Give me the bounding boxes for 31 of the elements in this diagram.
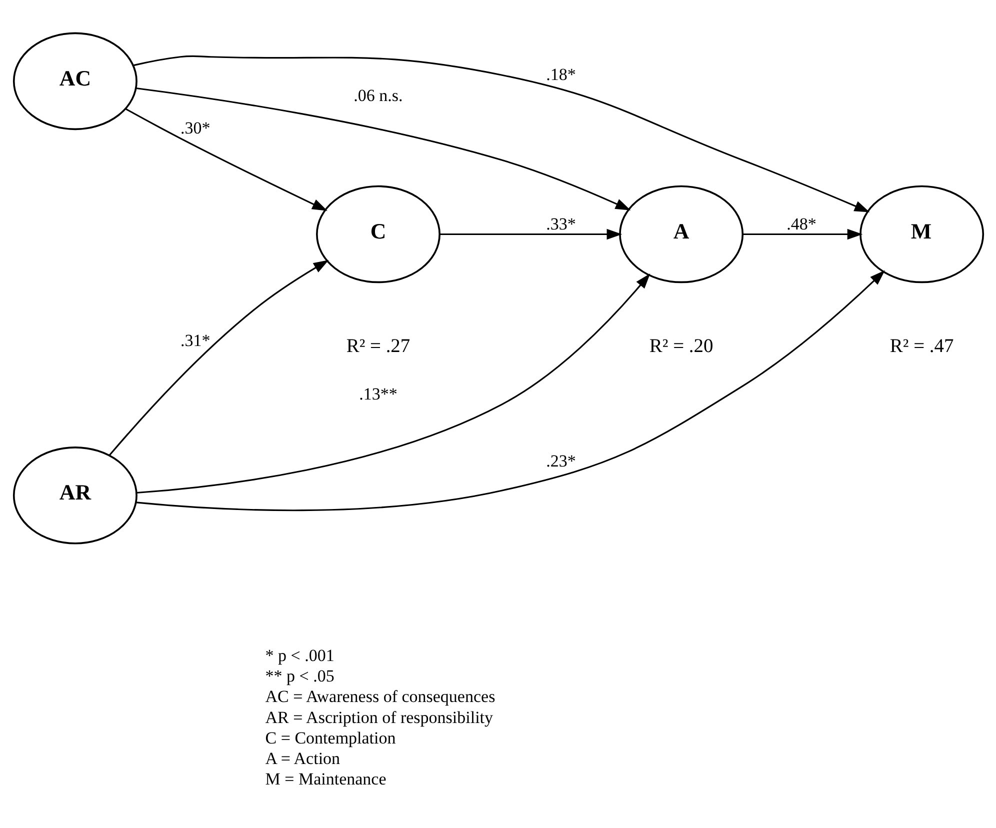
node-ellipse: C	[316, 185, 440, 284]
arrow	[133, 55, 870, 212]
label: M = Maintenance	[264, 770, 386, 789]
arrow	[108, 260, 328, 456]
label: ** p < .05	[264, 666, 334, 686]
edge-label: .33*	[546, 214, 576, 234]
arrow	[124, 108, 327, 211]
node-label: R² = .27	[346, 336, 410, 357]
edge-label: .30*	[180, 118, 210, 138]
label: AR = Ascription of responsibility	[264, 708, 493, 727]
node-ellipse: AR	[12, 446, 137, 544]
arrow	[742, 228, 862, 240]
arrow	[136, 270, 885, 512]
node-ellipse: M	[859, 185, 984, 284]
arrow	[136, 87, 630, 210]
label: A = Action	[264, 749, 340, 768]
node-ellipse: AC	[12, 32, 137, 130]
node-label: R² = .47	[889, 336, 954, 357]
edge-label: .48*	[786, 214, 816, 234]
edge-label: .06 n.s.	[353, 86, 402, 105]
node-ellipse: A	[618, 185, 744, 284]
edge-label: .13**	[358, 384, 397, 404]
edge-label: .31*	[180, 331, 210, 350]
arrow	[439, 228, 622, 240]
edge-label: .18*	[546, 65, 576, 84]
label: C = Contemplation	[264, 728, 396, 748]
arrow	[136, 273, 650, 494]
label: * p < .001	[264, 646, 334, 665]
edge-label: .23*	[546, 451, 576, 470]
label: AC = Awareness of consequences	[264, 687, 495, 706]
node-label: R² = .20	[648, 336, 713, 357]
